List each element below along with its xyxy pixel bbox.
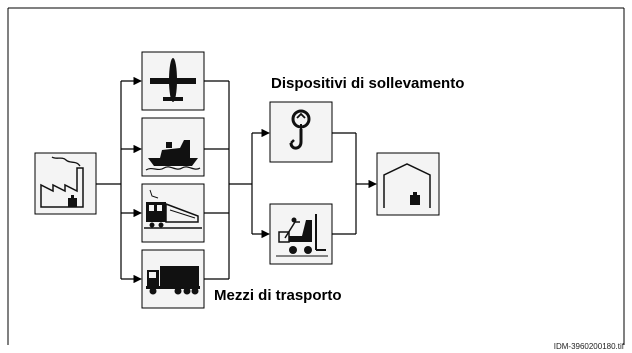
lifting-devices-label: Dispositivi di sollevamento [271, 75, 465, 92]
crane-hook-node [269, 101, 333, 163]
transport-means-label: Mezzi di trasporto [214, 287, 342, 304]
forklift-icon [276, 214, 328, 257]
truck-icon [146, 266, 200, 295]
train-icon [144, 189, 202, 229]
ship-node [141, 117, 205, 177]
frame-border [7, 7, 625, 345]
ship-icon [145, 140, 201, 171]
factory-icon [40, 156, 84, 208]
factory-node [34, 152, 97, 215]
forklift-node [269, 203, 333, 265]
connector-lines [96, 76, 377, 284]
airplane-icon [150, 58, 196, 102]
warehouse-node [376, 152, 440, 216]
airplane-node [141, 51, 205, 111]
train-node [141, 183, 205, 243]
warehouse-icon [383, 163, 431, 208]
image-code-label: IDM-3960200180.tif [553, 342, 624, 351]
crane-hook-icon [289, 109, 311, 150]
truck-node [141, 249, 205, 309]
